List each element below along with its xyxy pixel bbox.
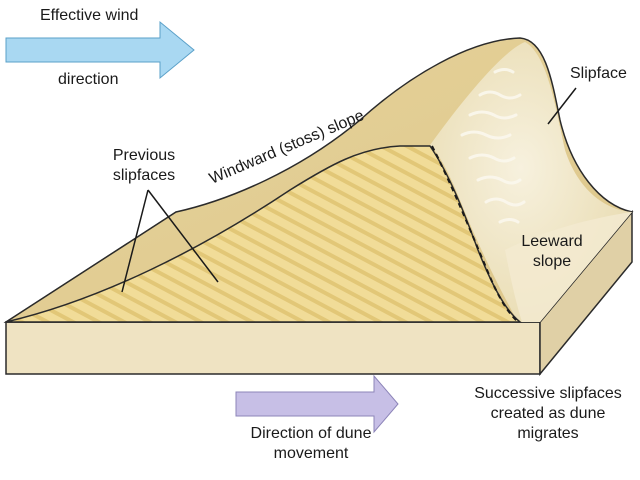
leeward-slope-label: Leeward slope	[520, 232, 584, 272]
successive-slipfaces-line1: Successive slipfaces	[474, 385, 622, 402]
leeward-slope-line2: slope	[532, 253, 572, 270]
cross-section-strata	[5, 145, 523, 323]
wind-direction-label-line1: Effective wind	[40, 7, 139, 24]
pointer-line-slipface	[547, 87, 577, 125]
leeward-slope-line1: Leeward	[521, 233, 583, 250]
dune-movement-label: Direction of dune movement	[226, 424, 396, 464]
slipface-label: Slipface	[570, 65, 627, 82]
wind-direction-arrow	[5, 20, 195, 80]
wind-direction-label-line2: direction	[58, 71, 119, 88]
slipface-texture	[460, 68, 526, 224]
base-block-front	[5, 321, 541, 375]
successive-slipfaces-line2: created as dune	[490, 405, 606, 422]
dune-movement-line1: Direction of dune	[250, 425, 372, 442]
pointer-line-previous-1	[121, 189, 149, 293]
previous-slipfaces-label: Previous slipfaces	[104, 146, 184, 186]
dune-movement-line2: movement	[273, 445, 349, 462]
previous-slipfaces-line2: slipfaces	[112, 167, 176, 184]
previous-slipfaces-line1: Previous	[112, 147, 176, 164]
successive-slipfaces-label: Successive slipfaces created as dune mig…	[460, 384, 636, 444]
successive-slipfaces-line3: migrates	[517, 425, 579, 442]
leeward-slope-surface	[505, 212, 632, 322]
dune-movement-arrow	[235, 374, 399, 434]
pointer-line-previous-2	[147, 189, 219, 283]
